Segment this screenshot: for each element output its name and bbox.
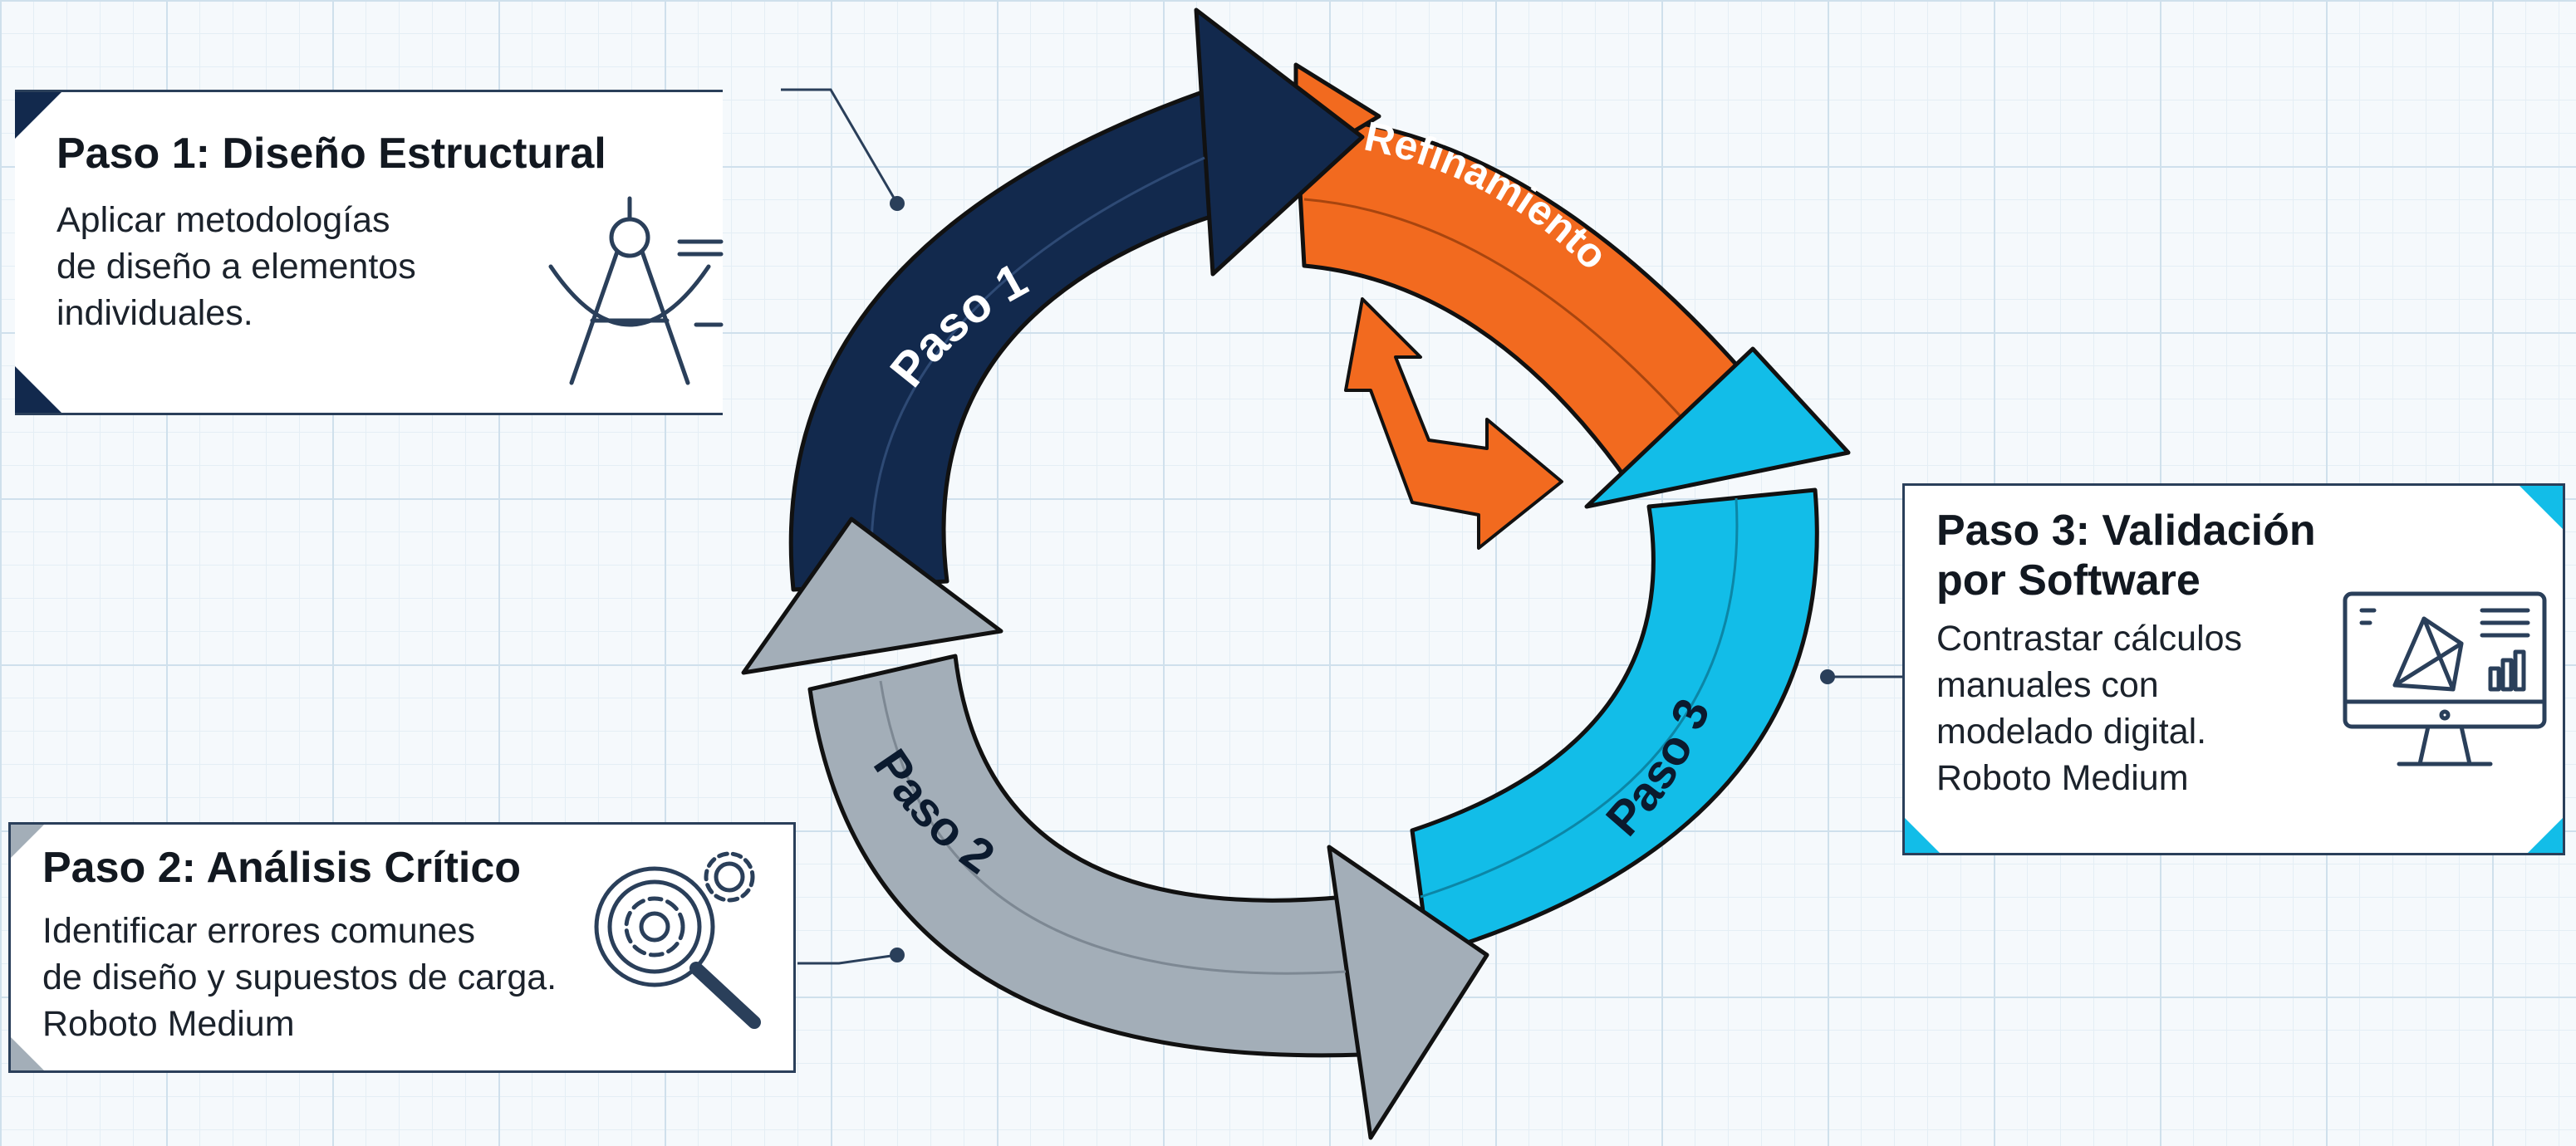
step-3-body-line: modelado digital. [1936,712,2207,752]
leader-line-paso1 [781,88,899,204]
card-corner-accent [11,1037,44,1070]
step-card-2: Paso 2: Análisis Crítico Identificar err… [8,822,796,1073]
step-3-body-line: Roboto Medium [1936,758,2189,798]
step-2-body-line: de diseño y supuestos de carga. [42,957,557,997]
step-2-title: Paso 2: Análisis Crítico [42,844,522,892]
card-corner-accent [15,92,61,139]
card-corner-accent [2528,818,2563,853]
paso2-arrow [741,517,1489,1140]
step-1-title: Paso 1: Diseño Estructural [56,130,606,178]
paso1-arrow [788,7,1365,592]
step-3-title: por Software [1936,556,2201,605]
leader-line-paso2 [797,953,898,965]
step-1-body-line: de diseño a elementos [56,247,416,286]
card-corner-accent [1905,818,1940,853]
card-corner-accent [11,825,44,858]
step-card-1: Paso 1: Diseño Estructural Aplicar metod… [15,90,724,415]
step-2-body-line: Roboto Medium [42,1004,295,1044]
leader-lines [781,88,1902,965]
paso3-arrow [1410,346,1851,957]
step-3-body-line: manuales con [1936,665,2159,705]
step-3-title: Paso 3: Validación [1936,507,2316,555]
step-1-body-line: Aplicar metodologías [56,200,390,240]
card-corner-accent [2520,486,2563,529]
monitor-3d-model-icon [2343,591,2547,766]
step-1-body-line: individuales. [56,293,253,333]
drafting-compass-icon [548,196,724,385]
refinement-loop-arrows [1344,297,1563,550]
card-corner-accent [15,366,61,413]
step-3-body-line: Contrastar cálculos [1936,619,2243,659]
step-2-body-line: Identificar errores comunes [42,911,475,951]
magnifier-gear-icon [594,851,761,1029]
step-card-3: Paso 3: Validación por Software Contrast… [1902,483,2565,855]
